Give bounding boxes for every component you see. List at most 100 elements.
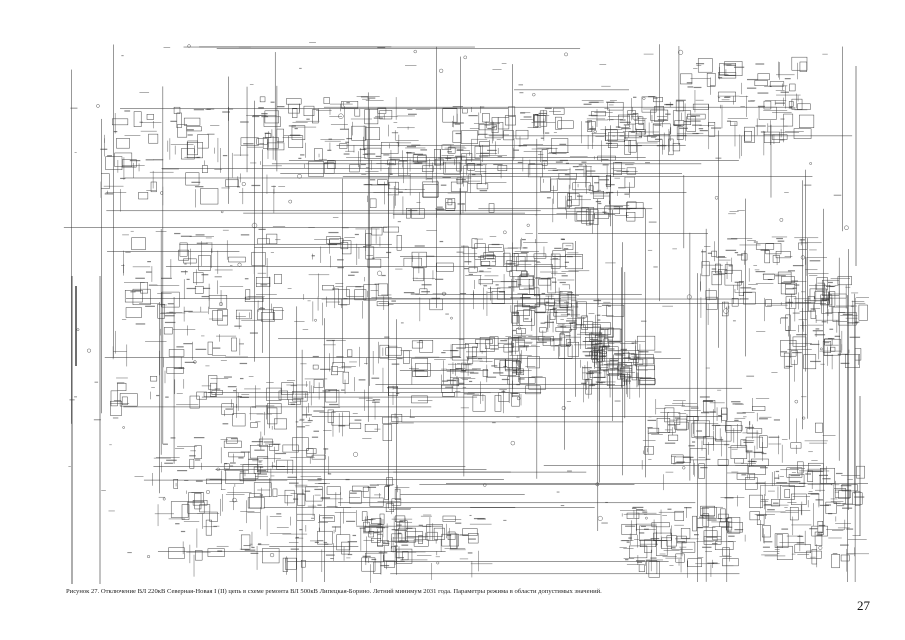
- schematic-mark: [785, 314, 791, 331]
- schematic-mark: [186, 287, 197, 290]
- schematic-mark: [534, 287, 540, 297]
- schematic-mark: [512, 312, 519, 314]
- schematic-mark: [587, 120, 592, 132]
- schematic-mark: [275, 452, 287, 455]
- schematic-mark: [595, 482, 600, 487]
- schematic-mark: [725, 421, 742, 433]
- schematic-mark: [560, 326, 567, 328]
- schematic-mark: [371, 377, 380, 379]
- schematic-mark: [162, 497, 166, 501]
- schematic-mark: [777, 271, 792, 284]
- schematic-mark: [674, 421, 689, 430]
- schematic-mark: [564, 261, 570, 263]
- schematic-mark: [483, 285, 488, 287]
- schematic-mark: [618, 187, 626, 189]
- schematic-mark: [854, 496, 865, 498]
- schematic-mark: [168, 349, 185, 357]
- schematic-mark: [840, 362, 850, 364]
- schematic-mark: [780, 485, 795, 500]
- schematic-mark: [594, 182, 600, 184]
- schematic-mark: [705, 458, 711, 460]
- schematic-mark: [529, 163, 536, 165]
- schematic-mark: [241, 182, 246, 187]
- schematic-mark: [276, 128, 284, 143]
- schematic-mark: [130, 291, 136, 293]
- schematic-mark: [642, 511, 648, 513]
- schematic-mark: [504, 359, 519, 372]
- schematic-mark: [540, 176, 551, 192]
- schematic-mark: [588, 114, 598, 117]
- schematic-mark: [217, 309, 228, 326]
- schematic-mark: [413, 539, 429, 547]
- schematic-mark: [723, 308, 729, 314]
- schematic-mark: [276, 106, 285, 108]
- schematic-mark: [510, 392, 518, 394]
- schematic-mark: [847, 322, 859, 324]
- schematic-mark: [718, 72, 737, 79]
- schematic-mark: [733, 66, 745, 68]
- schematic-mark: [840, 485, 852, 487]
- schematic-mark: [411, 208, 425, 219]
- schematic-mark: [638, 351, 649, 353]
- schematic-mark: [844, 225, 849, 230]
- schematic-mark: [840, 554, 850, 562]
- schematic-mark: [585, 209, 591, 226]
- schematic-mark: [553, 304, 568, 317]
- schematic-mark: [276, 513, 282, 515]
- schematic-mark: [623, 366, 630, 368]
- schematic-mark: [623, 357, 631, 359]
- schematic-mark: [639, 378, 656, 385]
- schematic-mark: [607, 328, 621, 344]
- schematic-mark: [232, 497, 237, 503]
- schematic-mark: [718, 414, 722, 417]
- schematic-mark: [538, 278, 552, 286]
- schematic-mark: [791, 493, 807, 505]
- schematic-mark: [486, 376, 497, 378]
- schematic-mark: [841, 484, 858, 492]
- schematic-mark: [517, 326, 522, 331]
- schematic-mark: [300, 154, 305, 156]
- schematic-mark: [512, 395, 519, 397]
- schematic-mark: [491, 117, 499, 133]
- schematic-mark: [183, 117, 201, 126]
- schematic-mark: [746, 375, 755, 377]
- schematic-mark: [282, 444, 299, 453]
- schematic-mark: [177, 124, 188, 138]
- schematic-mark: [689, 448, 707, 461]
- schematic-mark: [295, 421, 299, 423]
- schematic-mark: [648, 561, 660, 578]
- schematic-mark: [547, 277, 556, 294]
- schematic-mark: [407, 209, 418, 212]
- schematic-mark: [617, 362, 632, 372]
- schematic-mark: [675, 100, 684, 112]
- schematic-mark: [195, 480, 203, 482]
- schematic-mark: [381, 142, 399, 154]
- schematic-mark: [345, 478, 350, 481]
- schematic-mark: [364, 526, 383, 533]
- schematic-mark: [214, 276, 222, 278]
- schematic-mark: [842, 507, 853, 509]
- schematic-mark: [565, 162, 570, 164]
- schematic-mark: [239, 343, 244, 345]
- schematic-mark: [214, 388, 221, 390]
- schematic-mark: [561, 406, 566, 411]
- schematic-mark: [369, 179, 376, 181]
- schematic-mark: [239, 472, 256, 482]
- schematic-mark: [384, 485, 390, 487]
- schematic-mark: [792, 351, 802, 354]
- schematic-mark: [551, 138, 569, 153]
- schematic-mark: [426, 524, 443, 537]
- schematic-mark: [691, 422, 707, 438]
- schematic-drawing: [63, 42, 869, 584]
- schematic-mark: [192, 500, 208, 506]
- schematic-mark: [418, 524, 423, 526]
- schematic-mark: [829, 328, 834, 330]
- schematic-mark: [228, 256, 246, 263]
- schematic-mark: [402, 551, 409, 561]
- schematic-mark: [327, 149, 332, 151]
- schematic-mark: [556, 491, 560, 493]
- schematic-mark: [699, 129, 708, 132]
- schematic-mark: [671, 547, 676, 549]
- schematic-mark: [347, 553, 353, 556]
- schematic-mark: [487, 149, 497, 151]
